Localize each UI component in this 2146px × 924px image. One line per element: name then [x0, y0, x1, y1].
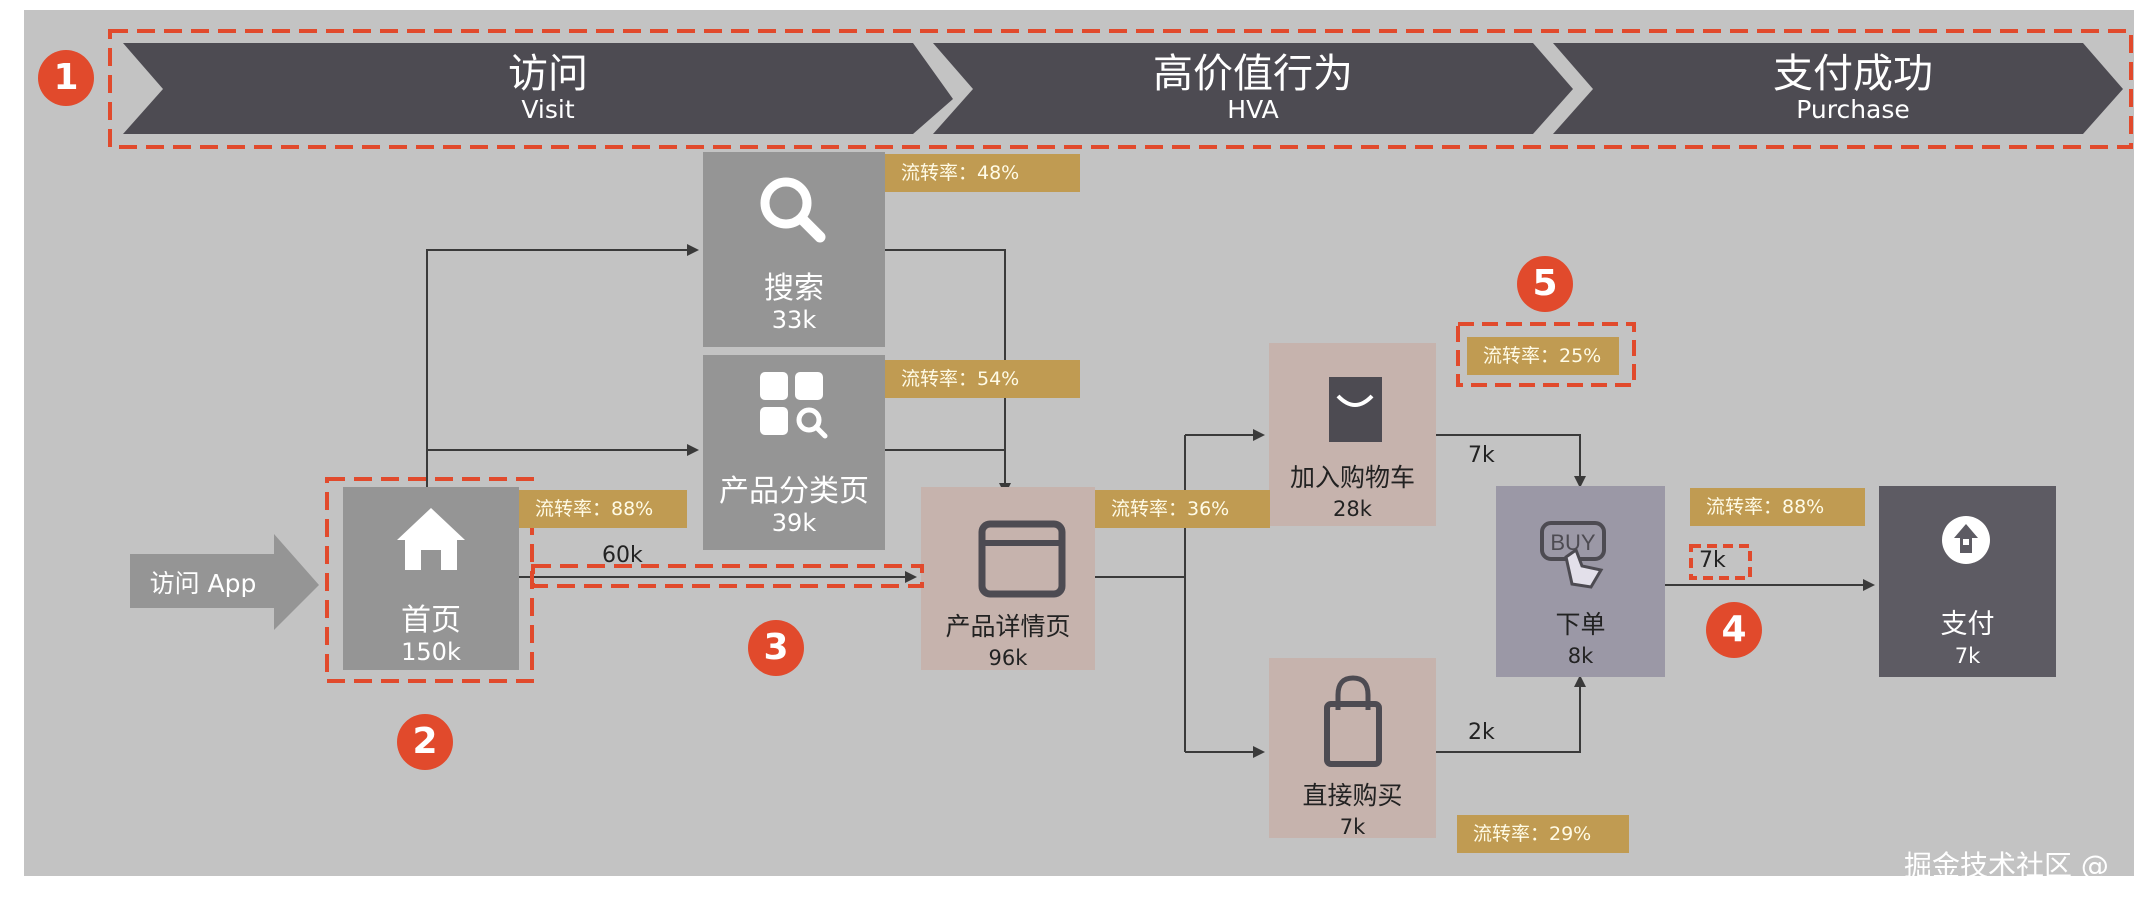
highlight-order-to-pay-value — [1689, 544, 1752, 580]
stage-visit-cn: 访问 — [508, 51, 588, 97]
highlight-cart-rate — [1456, 322, 1636, 387]
badge-5: 5 — [1517, 256, 1573, 312]
rate-home: 流转率：88% — [519, 490, 687, 528]
node-cart-name: 加入购物车 — [1289, 463, 1415, 492]
stage-arrow-hva — [933, 43, 1573, 134]
stage-purchase-cn: 支付成功 — [1773, 51, 1933, 97]
rate-cart: 流转率：25% — [1467, 337, 1619, 375]
rate-detail: 流转率：36% — [1095, 490, 1270, 528]
rate-order: 流转率：88% — [1690, 488, 1865, 526]
badge-4: 4 — [1706, 602, 1762, 658]
node-cart-value: 28k — [1333, 497, 1372, 521]
edge-home-to-search — [426, 244, 699, 487]
edge-label-home-to-detail: 60k — [602, 543, 643, 568]
node-category-value: 39k — [771, 509, 817, 537]
node-box-detail — [921, 487, 1095, 670]
node-detail: 产品详情页 96k — [921, 610, 1095, 672]
node-direct-value: 7k — [1339, 815, 1366, 839]
node-box-category — [703, 355, 885, 550]
stage-arrow-purchase — [1553, 43, 2123, 134]
node-detail-value: 96k — [988, 646, 1028, 670]
badge-1: 1 — [38, 50, 94, 106]
stage-hva-cn: 高价值行为 — [1153, 51, 1353, 97]
category-grid-icon — [760, 372, 828, 439]
node-category: 产品分类页 39k — [703, 474, 885, 538]
stage-label-hva: 高价值行为 HVA — [1103, 52, 1403, 124]
edge-label-cart-to-order: 7k — [1468, 443, 1495, 468]
stage-hva-en: HVA — [1227, 95, 1279, 124]
node-direct: 直接购买 7k — [1269, 779, 1436, 841]
badge-3: 3 — [748, 620, 804, 676]
rate-category: 流转率：54% — [885, 360, 1080, 398]
stage-purchase-en: Purchase — [1796, 95, 1910, 124]
node-order: 下单 8k — [1496, 608, 1665, 670]
node-pay-name: 支付 — [1940, 609, 1995, 640]
entry-arrow — [130, 534, 319, 630]
node-search: 搜索 33k — [703, 271, 885, 335]
edge-detail-split — [1095, 435, 1186, 752]
edge-label-order-to-pay: 7k — [1699, 548, 1726, 573]
handbag-icon — [1324, 675, 1382, 767]
rate-search: 流转率：48% — [885, 154, 1080, 192]
buy-button-icon: BUY — [1540, 521, 1606, 589]
edge-label-direct-to-order: 2k — [1468, 720, 1495, 745]
stage-arrow-visit — [123, 43, 953, 134]
edge-cart-to-order — [1436, 434, 1586, 488]
stage-label-purchase: 支付成功 Purchase — [1733, 52, 1973, 124]
node-order-name: 下单 — [1555, 610, 1606, 639]
node-order-value: 8k — [1567, 644, 1594, 668]
edge-direct-to-order — [1436, 675, 1586, 753]
node-home-value: 150k — [401, 638, 461, 666]
node-detail-name: 产品详情页 — [945, 612, 1071, 641]
rate-direct: 流转率：29% — [1457, 815, 1629, 853]
node-box-direct — [1269, 658, 1436, 838]
funnel-diagram: BUY 访问 Visit 高价值行为 HVA 支付成功 Purchase 访问 … — [24, 10, 2134, 922]
home-icon — [397, 508, 465, 570]
watermark: 掘金技术社区 @ 银川 — [1904, 849, 2109, 922]
node-category-name: 产品分类页 — [719, 474, 869, 509]
payment-icon — [1942, 516, 1990, 564]
browser-window-icon — [978, 520, 1066, 598]
node-pay-value: 7k — [1954, 644, 1981, 668]
edge-search-to-detail — [885, 249, 1011, 495]
node-home-name: 首页 — [401, 603, 461, 638]
node-search-name: 搜索 — [764, 271, 824, 306]
search-icon — [760, 177, 826, 243]
node-direct-name: 直接购买 — [1302, 781, 1403, 810]
node-cart: 加入购物车 28k — [1269, 461, 1436, 523]
node-search-value: 33k — [771, 306, 817, 334]
shopping-bag-icon — [1329, 377, 1382, 442]
badge-2: 2 — [397, 714, 453, 770]
stage-visit-en: Visit — [521, 95, 575, 124]
diagram-graphics: BUY — [108, 29, 2133, 838]
node-pay: 支付 7k — [1879, 608, 2056, 670]
entry-label: 访问 App — [149, 569, 257, 598]
highlight-home — [325, 477, 534, 683]
highlight-home-to-detail — [531, 564, 924, 588]
stage-label-visit: 访问 Visit — [448, 52, 648, 124]
highlight-stages — [108, 29, 2133, 149]
node-home: 首页 150k — [343, 603, 519, 667]
